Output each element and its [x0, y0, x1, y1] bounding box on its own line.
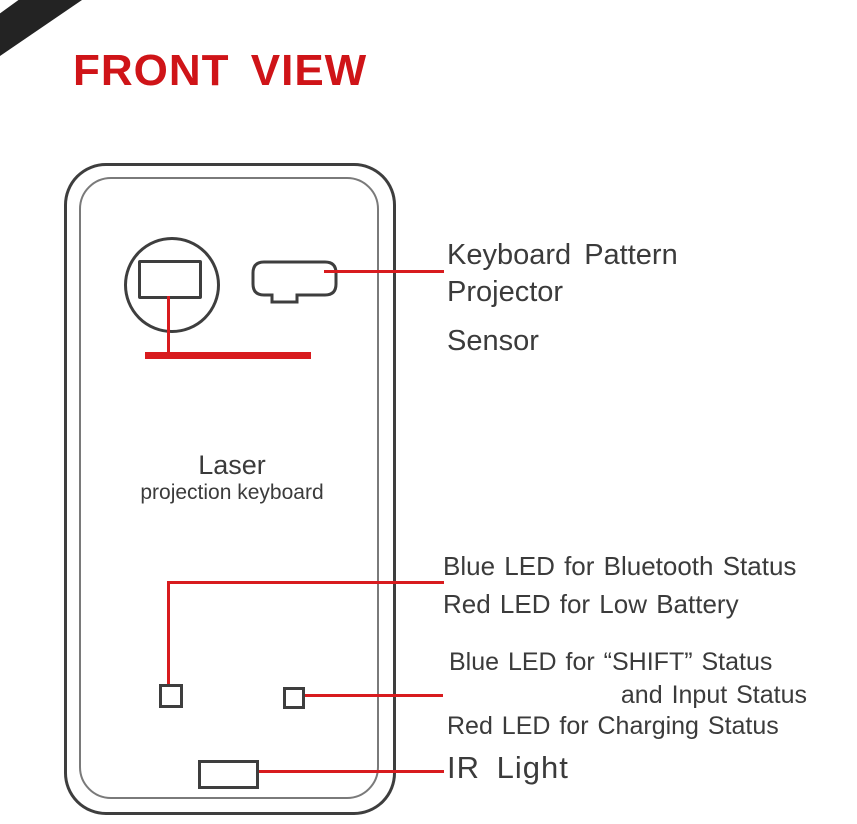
led-right-square: [283, 687, 305, 709]
device-outline-inner: [79, 177, 379, 799]
leader-sensor-vertical: [167, 296, 170, 353]
corner-watermark-triangle: [0, 0, 82, 56]
label-sensor: Sensor: [447, 325, 539, 357]
ir-light-window: [198, 760, 259, 789]
leader-led-left-vertical: [167, 581, 170, 686]
leader-ir-light: [256, 770, 444, 773]
page-title: FRONT VIEW: [73, 46, 368, 95]
label-projector: Keyboard Pattern Projector: [447, 237, 678, 311]
label-projector-line1: Keyboard Pattern: [447, 239, 678, 271]
sensor-window: [138, 260, 202, 299]
led-left-square: [159, 684, 183, 708]
label-charging-status: Red LED for Charging Status: [447, 712, 779, 740]
label-bluetooth-status: Blue LED for Bluetooth Status: [443, 551, 797, 581]
leader-projector: [324, 270, 444, 273]
label-shift-status-line2: and Input Status: [620, 681, 807, 709]
projector-window: [251, 260, 338, 304]
label-low-battery: Red LED for Low Battery: [443, 589, 739, 619]
device-outline-outer: [64, 163, 396, 815]
corner-watermark: [0, 0, 90, 60]
leader-led-left-horizontal: [167, 581, 444, 584]
label-projector-line2: Projector: [447, 276, 564, 308]
label-ir-light: IR Light: [447, 750, 569, 785]
sensor-highlight-bar: [145, 352, 311, 359]
device-name-line1: Laser: [198, 450, 266, 480]
leader-led-right: [302, 694, 443, 697]
label-shift-status-line1: Blue LED for “SHIFT” Status: [449, 648, 773, 676]
device-name-line2: projection keyboard: [140, 481, 324, 504]
